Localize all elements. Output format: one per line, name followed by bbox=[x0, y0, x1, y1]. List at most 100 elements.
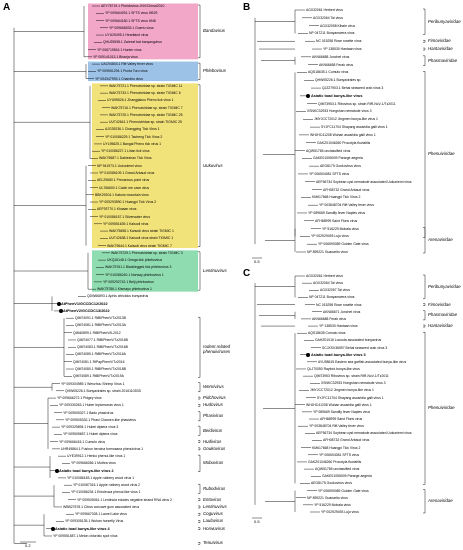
leaf-label: YP 009505332.1 Phasi Charoen-like phasiv… bbox=[65, 417, 136, 422]
leaf-label: BBK29204.1 Kabuto mountain virus bbox=[95, 192, 149, 197]
leaf-label: WAK75721.1 Phenuiviridae sp. strain TIGM… bbox=[109, 83, 183, 88]
leaf-label: AKN66658 Ferak virus bbox=[319, 62, 354, 67]
bandavirus-clade-box bbox=[88, 3, 198, 60]
leaf-label: XSNKC32933 Hongshan nematode virus 3 bbox=[307, 109, 372, 114]
leaf-label: AGX32064 Tai virus bbox=[313, 281, 343, 286]
family-label: Uukuvirus bbox=[203, 162, 223, 168]
leaf-label: SYJFC11704 Shayang ascaridia galli virus… bbox=[317, 395, 384, 400]
leaf-label: YP 009666272.1 Pidgey virus bbox=[57, 396, 102, 401]
leaf-label: UYL95625.1 Bangai Pheno tick virus 1 bbox=[103, 141, 162, 146]
leaf-label: AEF56734 Soybean cyst nematode associate… bbox=[316, 179, 412, 184]
leaf-label: GAKZ01046260 Procotyla fluviatilis bbox=[317, 140, 371, 145]
leaf-label: YP 009667028.1 Laurel Lake virus bbox=[75, 512, 127, 517]
leaf-label: YP 009505657.1 Hubei diptera virus bbox=[63, 432, 118, 437]
leaf-label: NC 015298 Rose rosette virus bbox=[316, 302, 362, 307]
leaf-label: YP 010086109.1 Grand Arbaud virus bbox=[99, 170, 155, 175]
leaf-label: AtPhenV2/GCCDC13/2022 bbox=[63, 308, 110, 313]
leaf-label: NP 899221 Guanarito virus bbox=[307, 495, 348, 500]
leaf-label: AEG8175 Goukovirus virus bbox=[311, 481, 352, 486]
leaf-label: YP 002929493 Lujo virus bbox=[321, 510, 359, 514]
leaf-label: YP 009505061.1 Lentinula edodes negative… bbox=[77, 497, 172, 502]
leaf-label: UYU25495.1 Heartland virus bbox=[105, 33, 149, 38]
leaf-label: YP 010086234.1 Entoleuca phenui-like vir… bbox=[71, 490, 141, 495]
leaf-label: WAK75729.1 Phenuiviridae sp. strain TIGM… bbox=[111, 250, 183, 255]
leaf-label: YP 138530 Hantaan virus bbox=[323, 47, 362, 52]
leaf-label: YP 009551639.1 Kaisodi virus bbox=[103, 221, 149, 226]
leaf-label: YP 010086229.1 Tacheng Tick Virus 2 bbox=[105, 134, 163, 139]
leaf-label: AGX32061 Herbert virus bbox=[306, 8, 343, 12]
leaf-label: AEL29680.1 Precarious point virus bbox=[97, 178, 150, 183]
scale-bar-a-label: 0.2 bbox=[25, 543, 31, 548]
leaf-label: YP 089669 Sandfly fever Naples virus bbox=[313, 409, 371, 414]
family-label: Pidchovirus bbox=[203, 395, 226, 401]
leaf-label: QHU25598.1 Zwiesel bat banyangvirus bbox=[103, 40, 162, 45]
leaf-label: AKN66671 Jonchet virus bbox=[323, 309, 361, 314]
leaf-label: AtPhenV1/GCCDC12/2022 bbox=[61, 301, 108, 306]
leaf-label: AEY78719.1 Pheidovirus JNV/China/2010 bbox=[101, 4, 165, 8]
leaf-label: QHW05226.1 Bunyavirales sp. strain 20161… bbox=[65, 388, 142, 393]
leaf-label: YP 006504081 SFTS virus bbox=[319, 452, 360, 457]
leaf-label: NP 941973.1 Uukuniemi virus bbox=[97, 163, 142, 168]
leaf-label: AJG39236.1 Changping Tick Virus 1 bbox=[105, 127, 160, 132]
leaf-label: QIM74077.1 RtBIPhenV/Tz2016B bbox=[77, 337, 128, 342]
leaf-label: AFH68999 Saint Floris virus bbox=[315, 218, 358, 223]
leaf-label: AQW51765 unclassified virus bbox=[306, 148, 351, 153]
leaf-label: QIM74081.1 RtPapPhenV/Tz2016 bbox=[73, 359, 125, 364]
leaf-label: WAK75716.1 Phenuiviridae sp. strain TIGM… bbox=[111, 105, 183, 110]
leaf-label: YP 009330263.1 Huber leptomonas virus 1 bbox=[59, 403, 124, 408]
family-label: Tenuivirus bbox=[203, 540, 223, 546]
leaf-label: YP 009551294.1 Punta Toro virus bbox=[97, 69, 148, 74]
leaf-label: WAK79644.1 Kaisodi virus strain TIGMIC 7 bbox=[107, 243, 172, 248]
leaf-label: YP 009293590.1 Huangpi Tick Virus 2 bbox=[99, 200, 157, 205]
leaf-label: WHJHC41208 Wuhan ascaridia galli virus 1 bbox=[310, 132, 376, 137]
leaf-label: YP 009329894.1 Hubei diptera virus 3 bbox=[61, 425, 119, 430]
leaf-label: AGX32064 Tai virus bbox=[313, 15, 343, 20]
family-label: Phenuiviridae bbox=[428, 151, 455, 157]
leaf-label: YP 009505327.1 Badu phasivirus bbox=[63, 410, 114, 415]
leaf-label: WBB27578.1 Citrus concave gum associated… bbox=[63, 504, 140, 509]
leaf-label: KM617668 Huangpi Tick Virus 2 bbox=[312, 195, 361, 200]
uukuvirus-clade-box bbox=[92, 83, 198, 249]
highlight-dot-icon bbox=[59, 308, 63, 313]
leaf-label: Asiatic toad bunya-like virus 4 bbox=[55, 526, 110, 531]
leaf-label: YP 009666266.1 Mothra virus bbox=[71, 461, 116, 466]
leaf-label: AQW51765 unclassified virus bbox=[315, 467, 360, 472]
leaf-label: AFH08732 Grand Arbaud virus bbox=[323, 438, 370, 443]
leaf-label: QIM73953.1 Ribovirus sp. strain RtR-NcV-… bbox=[318, 101, 396, 106]
leaf-label: QIM74085.1 RtBIPhenV/Tz2016A bbox=[75, 352, 126, 357]
leaf-label: GAHZ01016 Locusta associated bunyavirus bbox=[315, 338, 382, 343]
family-label: Hantaviridae bbox=[428, 46, 453, 52]
family-label: Coguvirus bbox=[203, 511, 223, 517]
leaf-label: UUT42638.1 Kaisodi virus strain TIGMIC 1 bbox=[109, 236, 174, 241]
leaf-label: AQS18635.1 Cumuto virus bbox=[308, 70, 349, 75]
leaf-label: WHJHC41208 Wuhan ascaridia galli virus 1 bbox=[306, 402, 372, 407]
leaf-label: Asiatic toad bunya-like virus 2 bbox=[59, 468, 114, 473]
family-label: Entovirus bbox=[203, 496, 222, 502]
leaf-label: YP 010086227.1 Lihan tick virus bbox=[101, 149, 150, 154]
phlebovirus-clade-box bbox=[88, 61, 198, 82]
leaf-label: YP 009664180.1 SFTS virus HN8 bbox=[105, 18, 156, 23]
leaf-label: QLJ70050 Rayfork bunya-like virus bbox=[307, 366, 360, 371]
leaf-label: AKN66688 Ferak virus bbox=[312, 316, 347, 321]
leaf-label: QJZ27903.1 Behai seaweed crab virus 3 bbox=[322, 86, 384, 91]
leaf-label: QIM74081.1 RtBIPhenV/Tz2013A bbox=[75, 323, 126, 328]
leaf-label: QDW66893.1 Aphis citricidus bunyavirus bbox=[87, 294, 149, 299]
leaf-label: YP 008719816.1 Hunter virus bbox=[97, 47, 142, 52]
leaf-label: SCJXSX36597 Behai seaweed crab virus 3 bbox=[322, 345, 388, 350]
leaf-label: YP 516229 Mobala virus bbox=[322, 226, 359, 231]
leaf-label: WAK75725.1 Phenuiviridae sp. strain TIGM… bbox=[109, 112, 183, 117]
leaf-label: YP 006590089 Golden Gate virus bbox=[318, 242, 369, 247]
leaf-label: YP 009292742.1 Beiji phlebovirus bbox=[103, 279, 154, 284]
highlight-dot-icon bbox=[57, 301, 61, 306]
family-label: Phlebovirus bbox=[203, 68, 226, 74]
leaf-label: QIM73953 Ribovirus sp. strain RtR-NcV-1/… bbox=[314, 374, 389, 379]
leaf-label: GAKE01055009 Pararge aegeria bbox=[322, 474, 372, 479]
family-label: Arenaviridae bbox=[428, 498, 453, 504]
leaf-label: NP 047211 Bunyamwera virus bbox=[309, 295, 355, 300]
leaf-label: NC 015298 Rose rosette virus bbox=[316, 39, 362, 44]
family-label: rodent related phenuiviruses bbox=[203, 344, 231, 355]
family-label: Phasmaviridae bbox=[428, 57, 458, 63]
leaf-label: YP 010087315.1 Apple rubbery wood virus … bbox=[73, 483, 141, 488]
